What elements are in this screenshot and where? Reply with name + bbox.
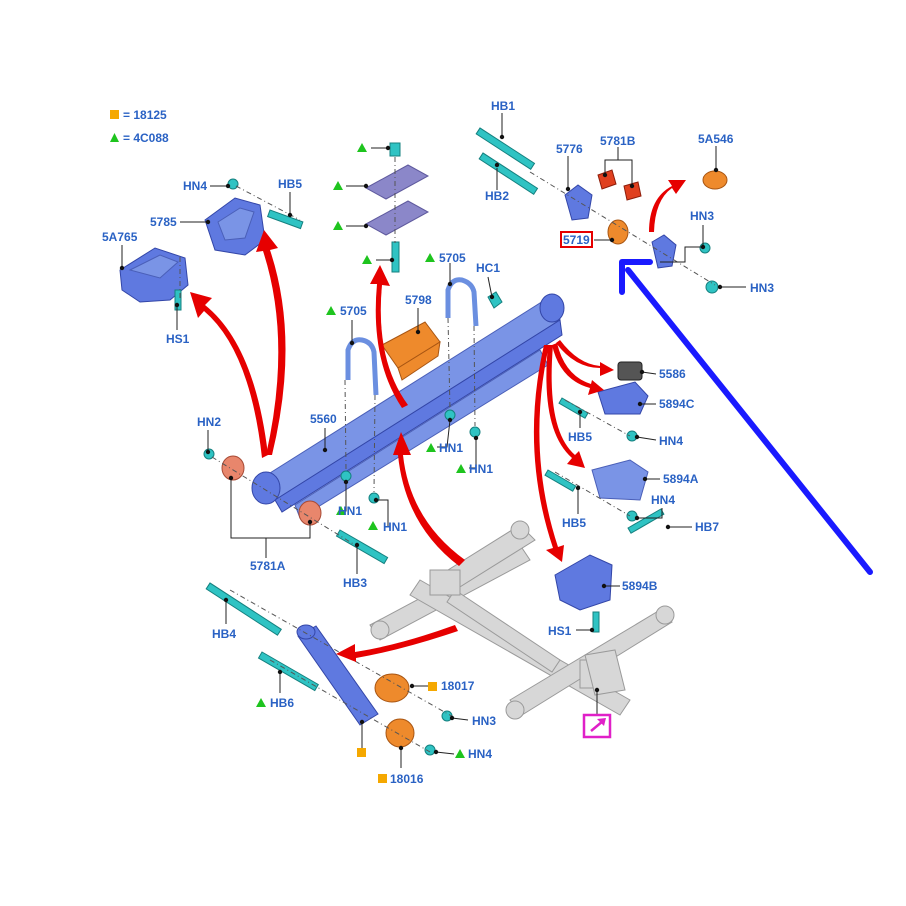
label-hn1-b: HN1	[383, 520, 407, 534]
square-marker-icon	[428, 682, 437, 691]
label-5781b: 5781B	[600, 134, 636, 148]
label-5781a: 5781A	[250, 559, 286, 573]
label-hs1-right: HS1	[548, 624, 572, 638]
triangle-marker-icon	[425, 253, 435, 262]
red-arrows	[190, 180, 686, 662]
part-labels: HB1 HB2 5776 5781B 5A546 5719 HN3 HN3 HN…	[102, 99, 774, 786]
label-5785: 5785	[150, 215, 177, 229]
label-hn2: HN2	[197, 415, 221, 429]
label-5705-right: 5705	[439, 251, 466, 265]
label-5560: 5560	[310, 412, 337, 426]
view-arrow-icon	[582, 713, 612, 739]
triangle-marker-icon	[333, 221, 343, 230]
label-hb5-low: HB5	[562, 516, 586, 530]
front-hanger-group	[475, 127, 728, 294]
legend-square-icon	[110, 110, 119, 119]
label-18017: 18017	[441, 679, 475, 693]
label-hn1-c: HN1	[439, 441, 463, 455]
legend-square-label: = 18125	[123, 108, 167, 122]
legend: = 18125 = 4C088	[110, 108, 169, 145]
label-5586: 5586	[659, 367, 686, 381]
pointer-arrow	[619, 259, 873, 575]
triangle-marker-icon	[362, 255, 372, 264]
nuts-hn1	[203, 291, 503, 565]
triangle-marker-icon	[426, 443, 436, 452]
spacer-plates	[364, 142, 430, 273]
label-hs1-left: HS1	[166, 332, 190, 346]
label-hb7: HB7	[695, 520, 719, 534]
triangle-marker-icon	[368, 521, 378, 530]
triangle-marker-icon	[256, 698, 266, 707]
legend-triangle-label: = 4C088	[123, 131, 169, 145]
label-5894b: 5894B	[622, 579, 658, 593]
label-5894c: 5894C	[659, 397, 695, 411]
leaf-spring	[221, 293, 565, 526]
triangle-marker-icon	[455, 749, 465, 758]
label-hn1-d: HN1	[469, 462, 493, 476]
label-hb6: HB6	[270, 696, 294, 710]
label-hb4: HB4	[212, 627, 236, 641]
triangle-marker-icon	[336, 506, 346, 515]
triangle-marker-icon	[357, 143, 367, 152]
label-5719: 5719	[563, 233, 590, 247]
label-hn3-low: HN3	[472, 714, 496, 728]
label-5a546: 5A546	[698, 132, 734, 146]
axle-assembly	[369, 520, 675, 720]
label-hb5-top: HB5	[278, 177, 302, 191]
label-5a765: 5A765	[102, 230, 138, 244]
label-hn3-b: HN3	[750, 281, 774, 295]
label-hn4-mid: HN4	[659, 434, 683, 448]
label-hn4-low: HN4	[651, 493, 675, 507]
triangle-marker-icon	[456, 464, 466, 473]
bracket-5785	[204, 178, 304, 256]
label-hn4-top: HN4	[183, 179, 207, 193]
triangle-marker-icon	[333, 181, 343, 190]
spring-seat-5798	[381, 321, 441, 381]
triangle-marker-icon	[326, 306, 336, 315]
label-5798: 5798	[405, 293, 432, 307]
square-marker-icon	[378, 774, 387, 783]
label-hb5-mid: HB5	[568, 430, 592, 444]
leader-lines	[119, 113, 746, 768]
square-marker-icon	[357, 748, 366, 757]
markers	[256, 143, 466, 783]
label-hn4-bottom: HN4	[468, 747, 492, 761]
label-hc1: HC1	[476, 261, 500, 275]
label-hn3-a: HN3	[690, 209, 714, 223]
label-hb1: HB1	[491, 99, 515, 113]
highlight-box-5719	[560, 231, 593, 248]
label-18016: 18016	[390, 772, 424, 786]
label-hb3: HB3	[343, 576, 367, 590]
right-brackets	[544, 361, 665, 633]
centerlines	[179, 185, 631, 753]
bracket-5a765	[119, 247, 189, 311]
label-hb2: HB2	[485, 189, 509, 203]
legend-triangle-icon	[110, 133, 119, 142]
label-5894a: 5894A	[663, 472, 699, 486]
bushing-left-icon	[221, 455, 245, 481]
label-5705-left: 5705	[340, 304, 367, 318]
label-hn1-a: HN1	[338, 504, 362, 518]
label-5776: 5776	[556, 142, 583, 156]
